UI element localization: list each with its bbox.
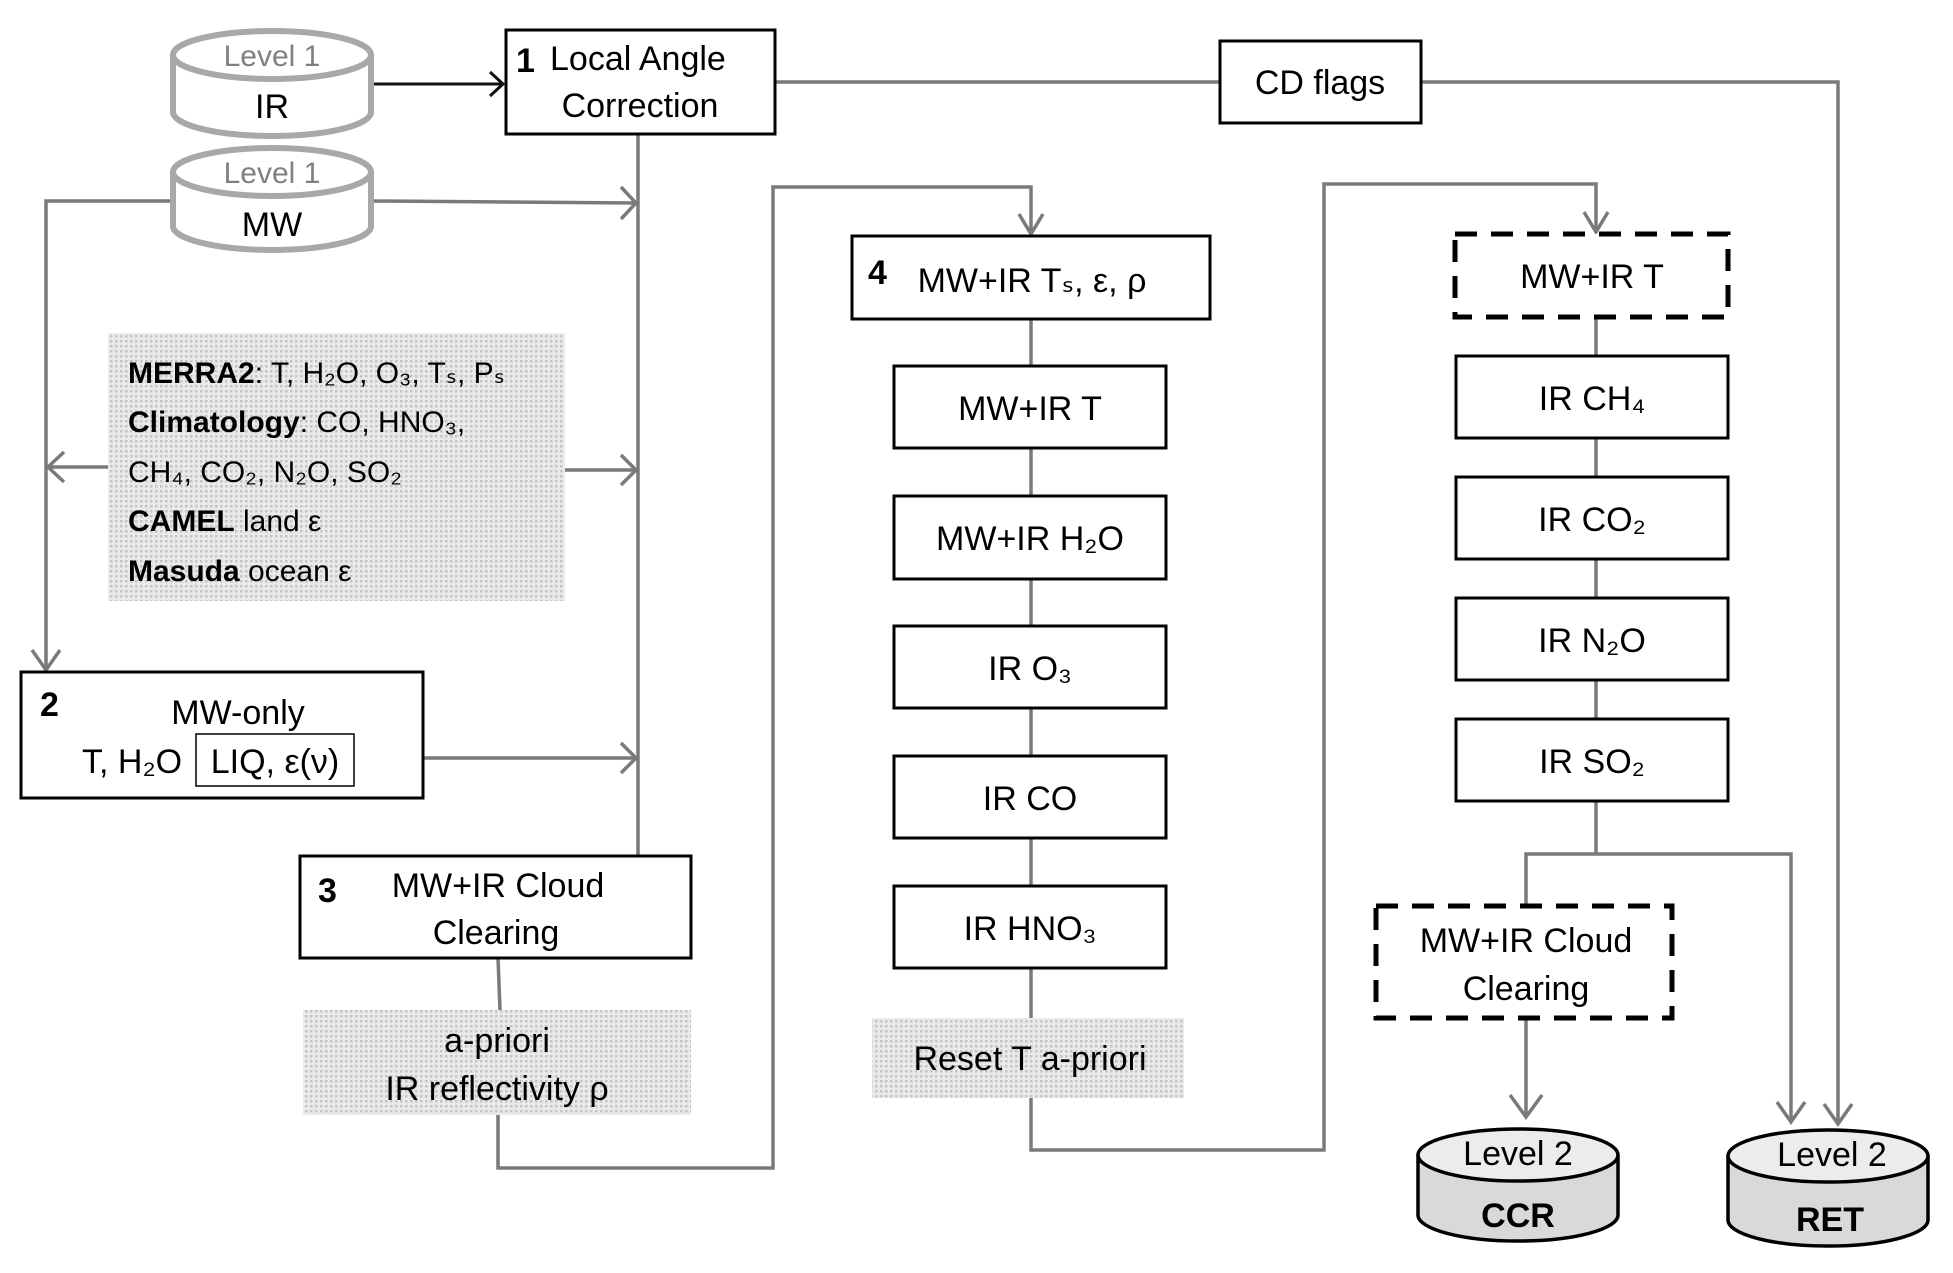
box-label: IR CH₄ [1539,380,1645,418]
reflectivity-line1: a-priori [444,1022,550,1060]
arrowhead [1582,211,1610,236]
step-title-line1: Local Angle [550,40,726,78]
connector-split-to-cloud-clearing [1524,852,1596,908]
connector-cd-flags-to-ret [1421,80,1840,1122]
level-label: Level 1 [224,157,321,190]
column3-box-ch4[interactable]: IR CH₄ [1454,354,1730,440]
step4-column: MW+IR T MW+IR H₂O IR O₃ IR CO IR HNO₃ Re… [872,364,1184,1098]
box-label: IR HNO₃ [964,910,1097,948]
box-label: IR CO [983,780,1077,818]
connector-mw-to-trunk [372,199,637,205]
climatology-line-2: CH₄, CO₂, N₂O, SO₂ [128,456,402,489]
apriori-sources-box: MERRA2: T, H₂O, O₃, Tₛ, Pₛ Climatology: … [108,333,565,601]
column3: MW+IR T IR CH₄ IR CO₂ IR N₂O IR SO₂ MW+I… [1373,231,1731,1021]
reset-label: Reset T a-priori [913,1040,1146,1078]
cd-flags-box[interactable]: CD flags [1218,39,1423,125]
arrowhead [1508,1093,1544,1120]
liq-emissivity-box [195,733,355,787]
step-title-line2: Correction [562,87,719,125]
arrowhead [619,741,639,775]
apriori-reflectivity-box: a-priori IR reflectivity ρ [303,1010,691,1115]
masuda-line: Masuda ocean ε [128,555,352,588]
box-label-line1: MW+IR Cloud [1420,922,1633,960]
column3-box-co2[interactable]: IR CO₂ [1454,475,1730,561]
reset-t-apriori-box: Reset T a-priori [872,1018,1184,1098]
connector-step3-to-reflectivity [496,957,502,1011]
step3-cloud-clearing[interactable]: 3 MW+IR Cloud Clearing [298,854,693,960]
box-label: IR CO₂ [1538,501,1646,539]
level-label: Level 2 [1463,1135,1573,1173]
step-title-line1: MW+IR Cloud [392,867,605,905]
database-name: CCR [1481,1197,1555,1235]
step4-box-o3[interactable]: IR O₃ [892,624,1168,710]
arrowhead [1017,213,1045,238]
step4-box-h2o[interactable]: MW+IR H₂O [892,494,1168,581]
level-label: Level 1 [224,40,321,73]
step4-box-hno3[interactable]: IR HNO₃ [892,884,1168,970]
arrowhead [45,450,66,484]
column3-cloud-clearing-dashed[interactable]: MW+IR Cloud Clearing [1373,903,1675,1021]
box-label: MW+IR T [958,390,1102,428]
connector-reflectivity-to-step4 [496,185,1033,1170]
step-number: 1 [516,42,535,80]
reflectivity-line2: IR reflectivity ρ [385,1070,608,1108]
box-label-line2: Clearing [1463,970,1590,1008]
arrowhead [30,648,62,674]
cd-flags-label: CD flags [1255,64,1385,102]
box-label: IR SO₂ [1539,743,1645,781]
box-label: IR N₂O [1538,622,1646,660]
step-vars: T, H₂O [82,743,182,781]
database-name: RET [1796,1201,1864,1239]
column3-box-so2[interactable]: IR SO₂ [1454,717,1730,803]
step-title: MW-only [171,694,305,732]
arrowhead [488,70,506,98]
camel-line: CAMEL land ε [128,505,321,538]
level2-ccr-database[interactable]: Level 2 CCR [1416,1127,1620,1243]
arrowhead [1775,1100,1807,1126]
step4-title: MW+IR Tₛ, ε, ρ [918,262,1147,300]
step-number: 2 [40,686,59,724]
step4-header[interactable]: 4 MW+IR Tₛ, ε, ρ [850,234,1212,321]
step-title-line2: Clearing [433,914,560,952]
arrowhead [1822,1102,1854,1128]
box-label: IR O₃ [988,650,1072,688]
merra2-line: MERRA2: T, H₂O, O₃, Tₛ, Pₛ [128,357,505,390]
database-name: MW [242,206,302,244]
step4-box-t[interactable]: MW+IR T [892,364,1168,450]
climatology-line: Climatology: CO, HNO₃, [128,406,465,439]
box-label: MW+IR H₂O [936,520,1124,558]
connector-mw-to-step2 [44,199,171,668]
arrowhead [619,185,639,221]
level1-ir-database[interactable]: Level 1 IR [170,28,374,139]
step2-mw-only[interactable]: 2 MW-only T, H₂O LIQ, ε(ν) [19,670,425,800]
column3-header-dashed[interactable]: MW+IR T [1452,231,1731,320]
connector-split-to-ret [1596,852,1793,1120]
step4-box-co[interactable]: IR CO [892,754,1168,840]
arrowhead [619,453,639,487]
step-number: 3 [318,872,337,910]
box-label: MW+IR T [1520,258,1664,296]
level1-mw-database[interactable]: Level 1 MW [170,145,374,253]
level2-ret-database[interactable]: Level 2 RET [1726,1128,1930,1248]
step1-local-angle-correction[interactable]: 1 Local Angle Correction [504,28,777,136]
step-number: 4 [868,254,887,292]
database-name: IR [255,88,289,126]
level-label: Level 2 [1777,1136,1887,1174]
connector-reset-to-column3 [1029,182,1598,1152]
column3-box-n2o[interactable]: IR N₂O [1454,596,1730,682]
liq-emissivity-label: LIQ, ε(ν) [211,743,340,781]
